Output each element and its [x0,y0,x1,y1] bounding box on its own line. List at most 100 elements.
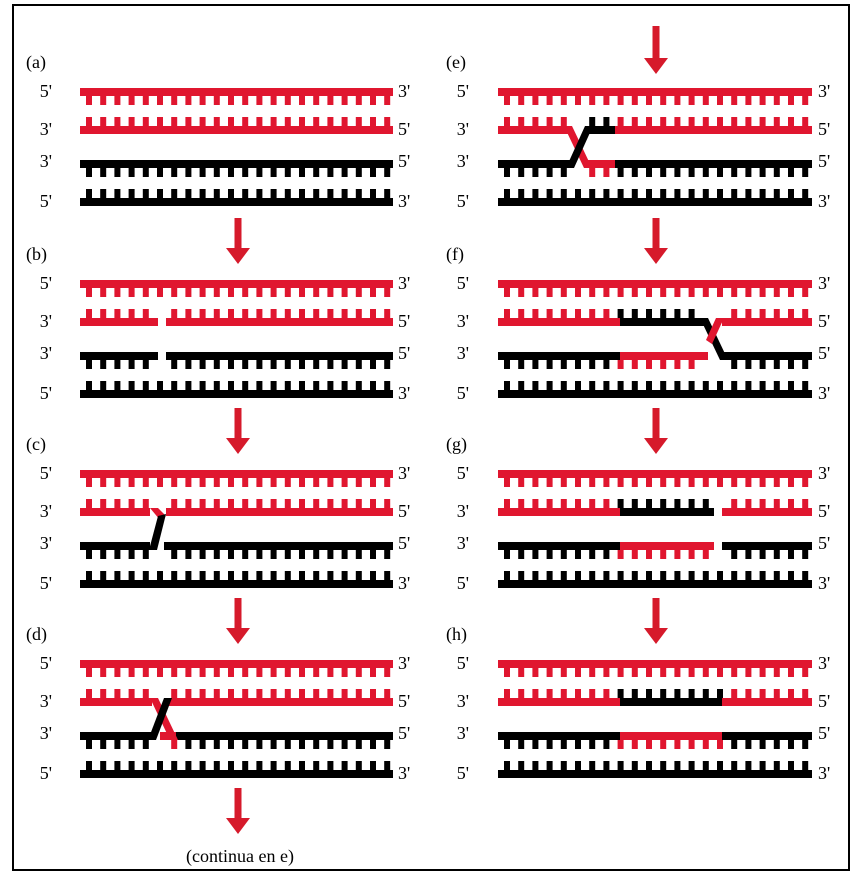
panel-d: (d)5'3'3'5'3'5'5'3' [26,624,410,783]
base-tooth [327,689,333,698]
end-label-left: 5' [40,273,52,293]
arrow-f-to-g [644,408,668,454]
base-tooth [100,761,106,770]
base-tooth [214,668,220,677]
base-tooth [603,668,609,677]
base-tooth [86,288,92,297]
base-tooth [256,478,262,487]
end-label-left: 5' [40,763,52,783]
base-tooth [299,117,305,126]
base-tooth [561,740,567,749]
base-tooth [185,96,191,105]
base-tooth [242,740,248,749]
strand-black-top [498,732,812,749]
base-tooth [774,550,780,559]
strand-red-top [498,88,812,105]
base-tooth [802,360,808,369]
base-tooth [632,499,638,508]
base-tooth [342,168,348,177]
base-tooth [171,740,177,749]
base-tooth [143,571,149,580]
end-label-right: 3' [818,273,830,293]
base-tooth [370,689,376,698]
base-tooth [356,499,362,508]
base-tooth [143,96,149,105]
base-tooth [518,381,524,390]
base-tooth [342,360,348,369]
base-tooth [745,96,751,105]
strand-backbone [498,352,620,360]
base-tooth [285,360,291,369]
base-tooth [200,309,206,318]
base-tooth [618,668,624,677]
base-tooth [717,571,723,580]
strand-backbone [498,318,620,326]
base-tooth [171,550,177,559]
base-tooth [504,309,510,318]
base-tooth [214,689,220,698]
base-tooth [518,668,524,677]
base-tooth [674,96,680,105]
base-tooth [256,499,262,508]
base-tooth [788,571,794,580]
base-tooth [788,550,794,559]
end-label-left: 3' [40,311,52,331]
base-tooth [143,740,149,749]
base-tooth [129,360,135,369]
base-tooth [632,668,638,677]
base-tooth [214,309,220,318]
base-tooth [788,117,794,126]
base-tooth [327,381,333,390]
base-tooth [171,309,177,318]
end-label-right: 3' [818,463,830,483]
base-tooth [731,360,737,369]
base-tooth [200,668,206,677]
base-tooth [575,761,581,770]
base-tooth [745,499,751,508]
end-label-right: 5' [818,691,830,711]
base-tooth [589,550,595,559]
base-tooth [703,668,709,677]
base-tooth [689,168,695,177]
base-tooth [356,571,362,580]
base-tooth [547,740,553,749]
base-tooth [788,478,794,487]
base-tooth [114,478,120,487]
base-tooth [618,117,624,126]
base-tooth [760,740,766,749]
base-tooth [561,550,567,559]
base-tooth [143,668,149,677]
base-tooth [185,689,191,698]
base-tooth [356,360,362,369]
end-label-right: 3' [398,191,410,211]
strand-red-bottom [80,117,393,134]
base-tooth [561,309,567,318]
base-tooth [646,288,652,297]
base-tooth [214,550,220,559]
base-tooth [299,478,305,487]
base-tooth [603,381,609,390]
strand-backbone [80,580,393,588]
end-label-right: 5' [818,151,830,171]
base-tooth [271,499,277,508]
base-tooth [547,381,553,390]
base-tooth [774,117,780,126]
base-tooth [256,360,262,369]
base-tooth [632,309,638,318]
base-tooth [143,168,149,177]
base-tooth [327,478,333,487]
base-tooth [689,478,695,487]
base-tooth [370,478,376,487]
strand-backbone [498,160,570,168]
base-tooth [242,478,248,487]
strand-black-top [80,352,393,369]
base-tooth [200,168,206,177]
base-tooth [760,381,766,390]
base-tooth [285,761,291,770]
base-tooth [129,761,135,770]
base-tooth [214,117,220,126]
base-tooth [327,571,333,580]
base-tooth [532,96,538,105]
base-tooth [717,381,723,390]
continue-caption: (continua en e) [186,846,294,867]
